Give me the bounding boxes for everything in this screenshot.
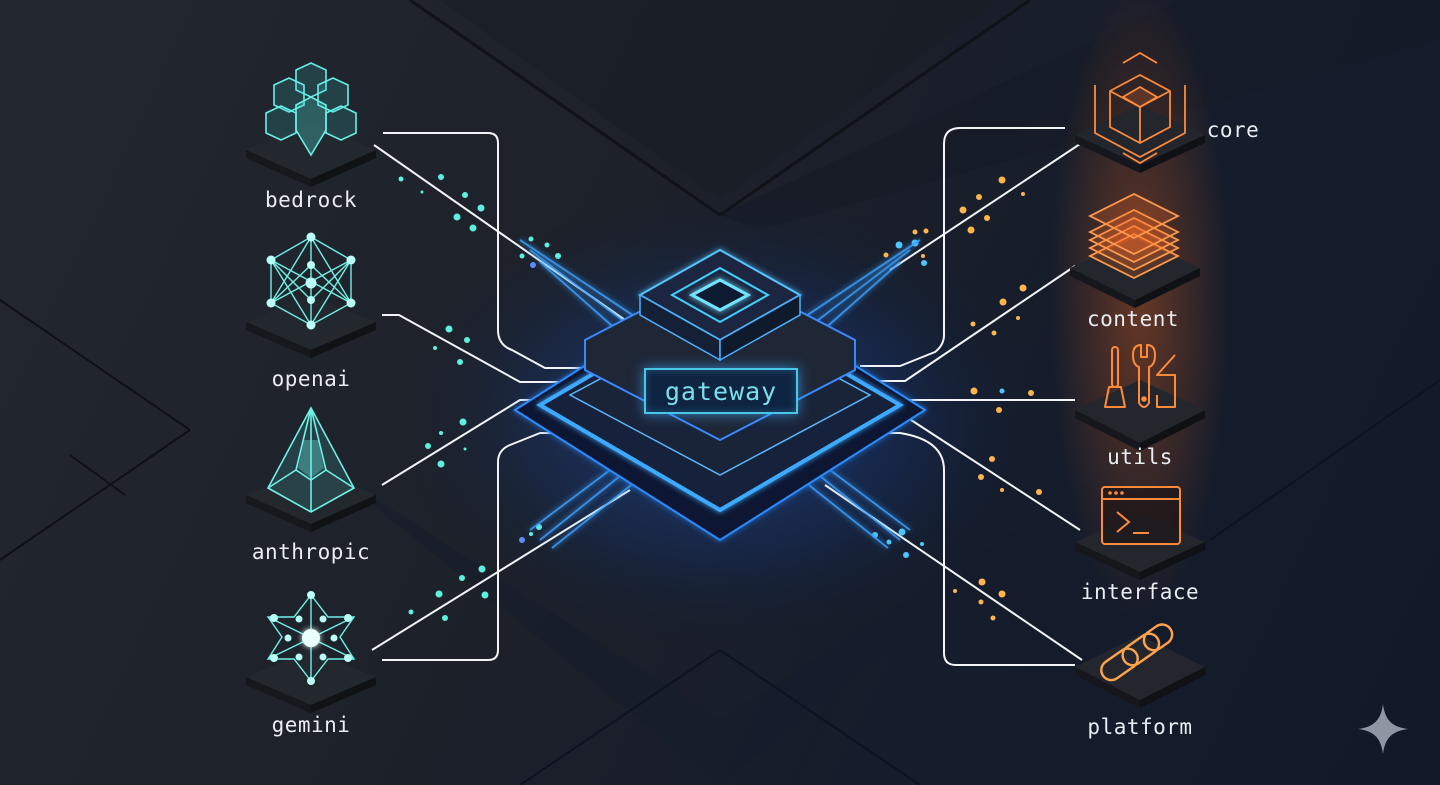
content-layers-icon xyxy=(1070,192,1200,308)
module-label-core: core xyxy=(1206,118,1260,142)
module-label-utils: utils xyxy=(1107,445,1173,469)
module-node-core[interactable]: core xyxy=(1065,45,1259,195)
provider-node-anthropic[interactable]: anthropic xyxy=(236,400,386,564)
module-node-utils[interactable]: utils xyxy=(1065,335,1215,485)
module-label-content: content xyxy=(1086,307,1180,331)
gemini-star-nodes-icon xyxy=(246,591,376,713)
module-label-interface: interface xyxy=(1080,580,1200,604)
module-node-content[interactable]: content xyxy=(1060,180,1210,331)
sparkle-icon xyxy=(1358,704,1408,754)
module-node-platform[interactable]: platform xyxy=(1065,605,1215,755)
provider-label-openai: openai xyxy=(271,367,351,391)
provider-label-bedrock: bedrock xyxy=(264,188,358,212)
openai-network-hexagon-icon xyxy=(246,232,376,358)
provider-label-gemini: gemini xyxy=(271,713,351,737)
gateway-hub-label: gateway xyxy=(644,368,798,414)
provider-label-anthropic: anthropic xyxy=(251,540,371,564)
provider-node-openai[interactable]: openai xyxy=(236,225,386,391)
interface-terminal-icon xyxy=(1075,486,1205,580)
bedrock-cube-cluster-icon xyxy=(246,62,376,187)
platform-chain-link-icon xyxy=(1075,623,1205,708)
anthropic-crystal-prism-icon xyxy=(246,406,376,532)
module-node-interface[interactable]: interface xyxy=(1065,472,1215,622)
utils-tools-icon xyxy=(1075,344,1205,451)
module-label-platform: platform xyxy=(1087,715,1193,739)
provider-node-gemini[interactable]: gemini xyxy=(236,585,386,737)
core-cube-icon xyxy=(1075,51,1205,173)
provider-node-bedrock[interactable]: bedrock xyxy=(236,55,386,212)
